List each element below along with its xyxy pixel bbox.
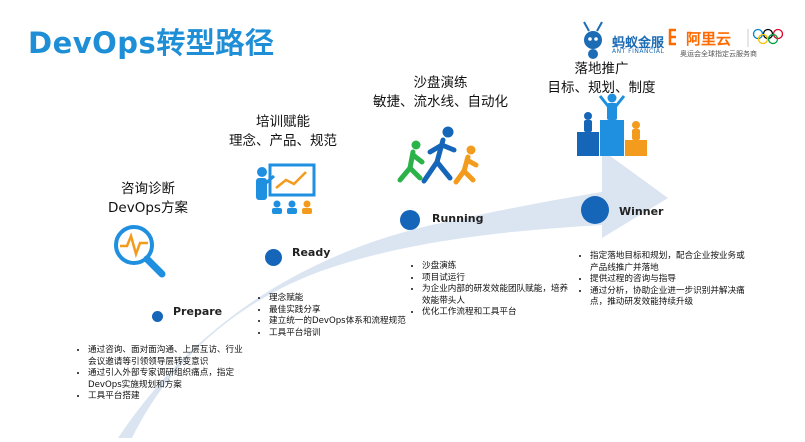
stage-running-label: Running (432, 212, 484, 225)
list-item: 通过引入外部专家调研组织痛点，指定DevOps实施规划和方案 (88, 368, 248, 391)
stage-running-title-line2: 敏捷、流水线、自动化 (373, 94, 508, 110)
stage-prepare-title-line2: DevOps方案 (108, 200, 188, 216)
stage-ready-dot (265, 249, 282, 266)
stage-winner-label: Winner (619, 205, 664, 218)
list-item: 提供过程的咨询与指导 (590, 274, 750, 286)
stage-ready-bullets: 理念赋能 最佳实践分享 建立统一的DevOps体系和流程规范 工具平台培训 (257, 293, 414, 339)
stage-ready-label: Ready (292, 246, 331, 259)
aliyun-name: 阿里云 (686, 30, 732, 48)
stage-winner-bullets: 指定落地目标和规划，配合企业按业务或产品线推广并落地 提供过程的咨询与指导 通过… (578, 251, 750, 309)
stage-winner-title-line1: 落地推广 (574, 61, 629, 77)
list-item: 工具平台培训 (269, 328, 414, 340)
list-item: 指定落地目标和规划，配合企业按业务或产品线推广并落地 (590, 251, 750, 274)
ant-financial-subtitle: ANT FINANCIAL (612, 48, 665, 55)
stage-ready-title: 培训赋能 理念、产品、规范 (218, 113, 348, 151)
stage-winner-dot (581, 196, 609, 224)
list-item: 优化工作流程和工具平台 (422, 307, 572, 319)
list-item: 工具平台搭建 (88, 391, 248, 403)
stage-running-title: 沙盘演练 敏捷、流水线、自动化 (358, 74, 523, 112)
list-item: 为企业内部的研发效能团队赋能，培养效能带头人 (422, 284, 572, 307)
list-item: 项目试运行 (422, 273, 572, 285)
list-item: 建立统一的DevOps体系和流程规范 (269, 316, 414, 328)
stage-prepare-title-line1: 咨询诊断 (121, 181, 175, 197)
page-title: DevOps转型路径 (28, 26, 275, 60)
stage-prepare-label: Prepare (173, 305, 223, 318)
list-item: 理念赋能 (269, 293, 414, 305)
list-item: 最佳实践分享 (269, 305, 414, 317)
stage-prepare-dot (152, 311, 163, 322)
stage-winner-title-line2: 目标、规划、制度 (547, 80, 656, 96)
ant-icon (583, 21, 603, 59)
stage-winner-title: 落地推广 目标、规划、制度 (534, 60, 669, 98)
stage-prepare-title: 咨询诊断 DevOps方案 (88, 180, 208, 218)
stage-running-bullets: 沙盘演练 项目试运行 为企业内部的研发效能团队赋能，培养效能带头人 优化工作流程… (410, 261, 572, 319)
list-item: 通过咨询、面对面沟通、上层互访、行业会议邀请等引领领导层转变意识 (88, 345, 248, 368)
list-item: 沙盘演练 (422, 261, 572, 273)
ant-financial-name: 蚂蚁金服 (612, 36, 665, 51)
stage-ready-title-line1: 培训赋能 (256, 114, 310, 130)
aliyun-subtitle: 奥运会全球指定云服务商 (680, 50, 757, 58)
stage-prepare-bullets: 通过咨询、面对面沟通、上层互访、行业会议邀请等引领领导层转变意识 通过引入外部专… (76, 345, 248, 403)
stage-running-dot (400, 210, 420, 230)
stage-running-title-line1: 沙盘演练 (413, 75, 468, 91)
list-item: 通过分析，协助企业进一步识别并解决痛点，推动研发效能持续升级 (590, 286, 750, 309)
stage-ready-title-line2: 理念、产品、规范 (229, 133, 337, 149)
